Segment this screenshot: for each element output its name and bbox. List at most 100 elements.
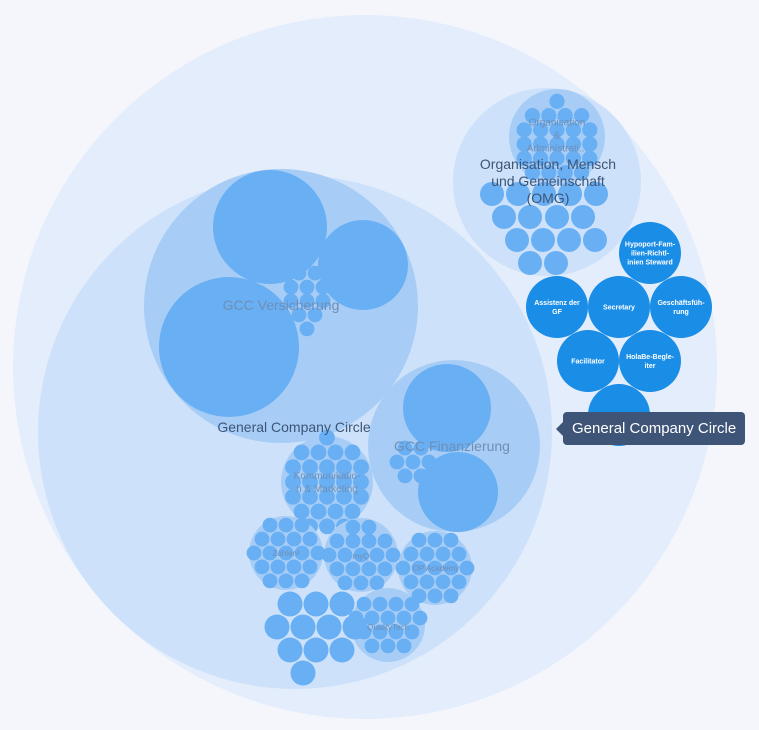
organisation-administration-leaf[interactable] (516, 136, 532, 152)
qualitytech-leaf[interactable] (364, 610, 380, 626)
organisation-administration-leaf[interactable] (541, 107, 557, 124)
myq-leaf[interactable] (361, 519, 377, 535)
role-hypoport-circle[interactable] (619, 222, 681, 284)
gcc-finanzierung-leaf[interactable] (413, 468, 429, 484)
role-assistenz-circle[interactable] (526, 276, 588, 338)
unnamed-role-circle[interactable] (316, 614, 342, 640)
gcc-versicherung-leaf[interactable] (283, 279, 299, 295)
kommunikation-leaf[interactable] (336, 488, 352, 505)
kommunikation-leaf[interactable] (327, 444, 344, 461)
omg-role-circle[interactable] (571, 205, 595, 229)
unnamed-role-circle[interactable] (290, 660, 316, 686)
kommunikation-leaf[interactable] (336, 474, 352, 490)
myq-leaf[interactable] (345, 519, 361, 535)
op-academy-leaf[interactable] (427, 532, 443, 548)
gcc-finanzierung-leaf[interactable] (389, 454, 405, 470)
unnamed-role-circle[interactable] (290, 614, 316, 640)
op-academy-leaf[interactable] (411, 560, 427, 576)
myq-leaf[interactable] (377, 561, 393, 577)
gcc-versicherung-leaf[interactable] (299, 279, 315, 295)
op-academy-leaf[interactable] (427, 588, 443, 604)
omg-role-circle[interactable] (558, 182, 582, 206)
organisation-administration-leaf[interactable] (549, 136, 565, 152)
kommunikation-leaf[interactable] (285, 488, 301, 505)
qualitytech-leaf[interactable] (372, 596, 388, 612)
myq-leaf[interactable] (345, 561, 361, 577)
zahlen-leaf[interactable] (294, 573, 310, 589)
qualitytech-leaf[interactable] (388, 596, 404, 612)
gcc-finanzierung-leaf[interactable] (418, 452, 498, 532)
op-academy-leaf[interactable] (411, 532, 427, 548)
kommunikation-leaf[interactable] (310, 444, 327, 461)
role-holabe-circle[interactable] (619, 330, 681, 392)
organisation-administration-leaf[interactable] (533, 122, 549, 138)
myq-leaf[interactable] (337, 547, 353, 563)
myq-leaf[interactable] (345, 533, 361, 549)
kommunikation-leaf[interactable] (319, 429, 335, 446)
zahlen-leaf[interactable] (270, 531, 286, 547)
kommunikation-leaf[interactable] (344, 503, 361, 520)
qualitytech-leaf[interactable] (380, 638, 396, 654)
organisation-administration-leaf[interactable] (574, 107, 590, 124)
kommunikation-leaf[interactable] (344, 444, 361, 461)
kommunikation-leaf[interactable] (310, 503, 327, 520)
omg-role-circle[interactable] (544, 251, 568, 275)
kommunikation-leaf[interactable] (293, 444, 310, 461)
organisation-administration-leaf[interactable] (549, 93, 565, 109)
gcc-versicherung-leaf[interactable] (299, 321, 315, 337)
zahlen-leaf[interactable] (286, 559, 302, 575)
organisation-administration-leaf[interactable] (574, 165, 590, 181)
op-academy-leaf[interactable] (451, 546, 467, 562)
zahlen-leaf[interactable] (286, 531, 302, 547)
op-academy-leaf[interactable] (403, 574, 419, 590)
kommunikation-leaf[interactable] (302, 488, 318, 505)
unnamed-role-circle[interactable] (277, 591, 303, 617)
zahlen-leaf[interactable] (246, 545, 262, 561)
omg-role-circle[interactable] (545, 205, 569, 229)
organisation-administration-leaf[interactable] (557, 107, 573, 124)
gcc-versicherung-leaf[interactable] (291, 307, 307, 323)
organisation-administration-leaf[interactable] (533, 150, 549, 167)
kommunikation-leaf[interactable] (293, 503, 310, 520)
zahlen-leaf[interactable] (294, 517, 310, 533)
zahlen-leaf[interactable] (262, 545, 278, 561)
kommunikation-leaf[interactable] (285, 459, 301, 476)
qualitytech-leaf[interactable] (396, 610, 412, 626)
op-academy-leaf[interactable] (419, 546, 435, 562)
op-academy-leaf[interactable] (403, 546, 419, 562)
zahlen-leaf[interactable] (262, 573, 278, 589)
myq-leaf[interactable] (369, 547, 385, 563)
gcc-versicherung-leaf[interactable] (318, 220, 408, 310)
kommunikation-leaf[interactable] (302, 474, 318, 490)
organisation-administration-leaf[interactable] (582, 122, 598, 138)
op-academy-leaf[interactable] (427, 560, 443, 576)
kommunikation-leaf[interactable] (302, 459, 318, 476)
organisation-administration-leaf[interactable] (565, 150, 582, 167)
gcc-finanzierung-leaf[interactable] (421, 454, 437, 470)
organisation-administration-leaf[interactable] (582, 150, 598, 167)
organisation-administration-leaf[interactable] (549, 150, 565, 167)
kommunikation-leaf[interactable] (319, 488, 335, 505)
omg-role-circle[interactable] (518, 205, 542, 229)
gcc-finanzierung-leaf[interactable] (405, 454, 421, 470)
myq-leaf[interactable] (377, 533, 393, 549)
kommunikation-leaf[interactable] (336, 459, 352, 476)
unnamed-role-circle[interactable] (342, 614, 368, 640)
unnamed-role-circle[interactable] (303, 591, 329, 617)
qualitytech-leaf[interactable] (356, 596, 372, 612)
gcc-versicherung-leaf[interactable] (283, 293, 299, 309)
op-academy-leaf[interactable] (451, 574, 467, 590)
zahlen-leaf[interactable] (310, 545, 326, 561)
organisation-administration-leaf[interactable] (549, 122, 565, 138)
zahlen-leaf[interactable] (278, 545, 294, 561)
gcc-versicherung-leaf[interactable] (213, 170, 327, 284)
omg-role-circle[interactable] (584, 182, 608, 206)
zahlen-leaf[interactable] (278, 573, 294, 589)
gcc-versicherung-leaf[interactable] (307, 307, 323, 323)
omg-role-circle[interactable] (583, 228, 607, 252)
op-academy-leaf[interactable] (443, 532, 459, 548)
qualitytech-leaf[interactable] (364, 638, 380, 654)
gcc-finanzierung-leaf[interactable] (397, 440, 413, 456)
myq-leaf[interactable] (321, 547, 337, 563)
kommunikation-leaf[interactable] (319, 459, 335, 476)
